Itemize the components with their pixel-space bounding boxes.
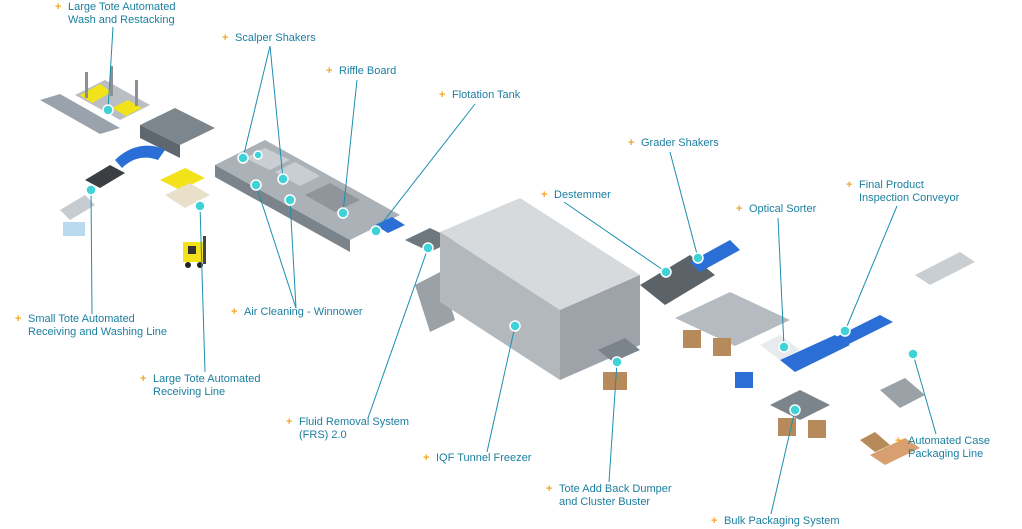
plus-icon: + <box>222 32 229 44</box>
hotspot-large-tote-receiving[interactable] <box>194 200 206 212</box>
hotspot-optical-sorter[interactable] <box>778 341 790 353</box>
label-text-line1: Riffle Board <box>339 65 397 77</box>
plus-icon: + <box>711 515 718 527</box>
plus-icon: + <box>846 179 853 191</box>
plus-icon: + <box>736 203 743 215</box>
label-text-line2: Receiving Line <box>153 386 226 398</box>
label-small-tote[interactable]: + Small Tote Automated Receiving and Wash… <box>15 313 167 339</box>
label-text-line1: IQF Tunnel Freezer <box>436 452 532 464</box>
label-text-line1: Final Product <box>859 179 924 191</box>
plus-icon: + <box>423 452 430 464</box>
plus-icon: + <box>628 137 635 149</box>
label-bulk-packaging[interactable]: + Bulk Packaging System <box>711 515 840 528</box>
label-text-line2: and Cluster Buster <box>559 496 651 508</box>
machinery <box>40 66 975 465</box>
hotspot-frs[interactable] <box>422 242 434 254</box>
hotspot-tote-add-back[interactable] <box>611 356 623 368</box>
label-optical-sorter[interactable]: + Optical Sorter <box>736 203 816 216</box>
label-text-line1: Optical Sorter <box>749 203 817 215</box>
hotspot-scalper-1[interactable] <box>237 152 249 164</box>
plus-icon: + <box>326 65 333 77</box>
hotspot-air-cleaning-2[interactable] <box>284 194 296 206</box>
label-final-inspection[interactable]: + Final Product Inspection Conveyor <box>846 179 959 205</box>
hotspot-riffle-board[interactable] <box>337 207 349 219</box>
label-scalper-shakers[interactable]: + Scalper Shakers <box>222 32 316 45</box>
hotspot-iqf-freezer[interactable] <box>509 320 521 332</box>
label-iqf-freezer[interactable]: + IQF Tunnel Freezer <box>423 452 531 465</box>
plus-icon: + <box>546 483 553 495</box>
hotspot-final-inspection[interactable] <box>839 325 851 337</box>
plus-icon: + <box>286 416 293 428</box>
hotspots <box>85 104 919 416</box>
label-text-line2: Wash and Restacking <box>68 14 175 26</box>
label-grader-shakers[interactable]: + Grader Shakers <box>628 137 719 150</box>
label-text-line1: Grader Shakers <box>641 137 719 149</box>
label-frs[interactable]: + Fluid Removal System (FRS) 2.0 <box>286 416 409 442</box>
label-text-line1: Tote Add Back Dumper <box>559 483 672 495</box>
label-text-line2: Packaging Line <box>908 448 984 460</box>
label-text-line2: (FRS) 2.0 <box>299 429 347 441</box>
hotspot-large-tote-wash[interactable] <box>102 104 114 116</box>
label-text-line1: Scalper Shakers <box>235 32 316 44</box>
label-destemmer[interactable]: + Destemmer <box>541 189 611 202</box>
label-large-tote-wash[interactable]: + Large Tote Automated Wash and Restackin… <box>55 1 175 27</box>
plus-icon: + <box>15 313 22 325</box>
label-riffle-board[interactable]: + Riffle Board <box>326 65 396 78</box>
label-text-line1: Bulk Packaging System <box>724 515 840 527</box>
label-large-tote-receiving[interactable]: + Large Tote Automated Receiving Line <box>140 373 260 399</box>
label-text-line2: Receiving and Washing Line <box>28 326 168 338</box>
label-text-line2: Inspection Conveyor <box>859 192 960 204</box>
label-text-line1: Small Tote Automated <box>28 313 135 325</box>
label-text-line1: Automated Case <box>908 435 990 447</box>
hotspot-bulk-packaging[interactable] <box>789 404 801 416</box>
label-case-packaging[interactable]: + Automated Case Packaging Line <box>895 435 990 461</box>
hotspot-small-tote[interactable] <box>85 184 97 196</box>
hotspot-grader-shakers[interactable] <box>692 252 704 264</box>
label-text-line1: Destemmer <box>554 189 611 201</box>
label-text-line1: Large Tote Automated <box>68 1 176 13</box>
hotspot-scalper-upper[interactable] <box>253 150 263 160</box>
hotspot-air-cleaning-1[interactable] <box>250 179 262 191</box>
plus-icon: + <box>895 435 902 447</box>
plus-icon: + <box>55 1 62 13</box>
hotspot-case-packaging[interactable] <box>907 348 919 360</box>
hotspot-scalper-2[interactable] <box>277 173 289 185</box>
label-air-cleaning[interactable]: + Air Cleaning - Winnower <box>231 306 363 319</box>
label-flotation-tank[interactable]: + Flotation Tank <box>439 89 520 102</box>
plus-icon: + <box>541 189 548 201</box>
plus-icon: + <box>140 373 147 385</box>
plus-icon: + <box>439 89 446 101</box>
label-tote-add-back[interactable]: + Tote Add Back Dumper and Cluster Buster <box>546 483 672 509</box>
label-text-line1: Flotation Tank <box>452 89 521 101</box>
hotspot-flotation-tank[interactable] <box>370 225 382 237</box>
hotspot-destemmer[interactable] <box>660 266 672 278</box>
leader-lines <box>90 26 937 515</box>
label-text-line1: Air Cleaning - Winnower <box>244 306 363 318</box>
plus-icon: + <box>231 306 238 318</box>
label-text-line1: Large Tote Automated <box>153 373 261 385</box>
label-text-line1: Fluid Removal System <box>299 416 410 428</box>
